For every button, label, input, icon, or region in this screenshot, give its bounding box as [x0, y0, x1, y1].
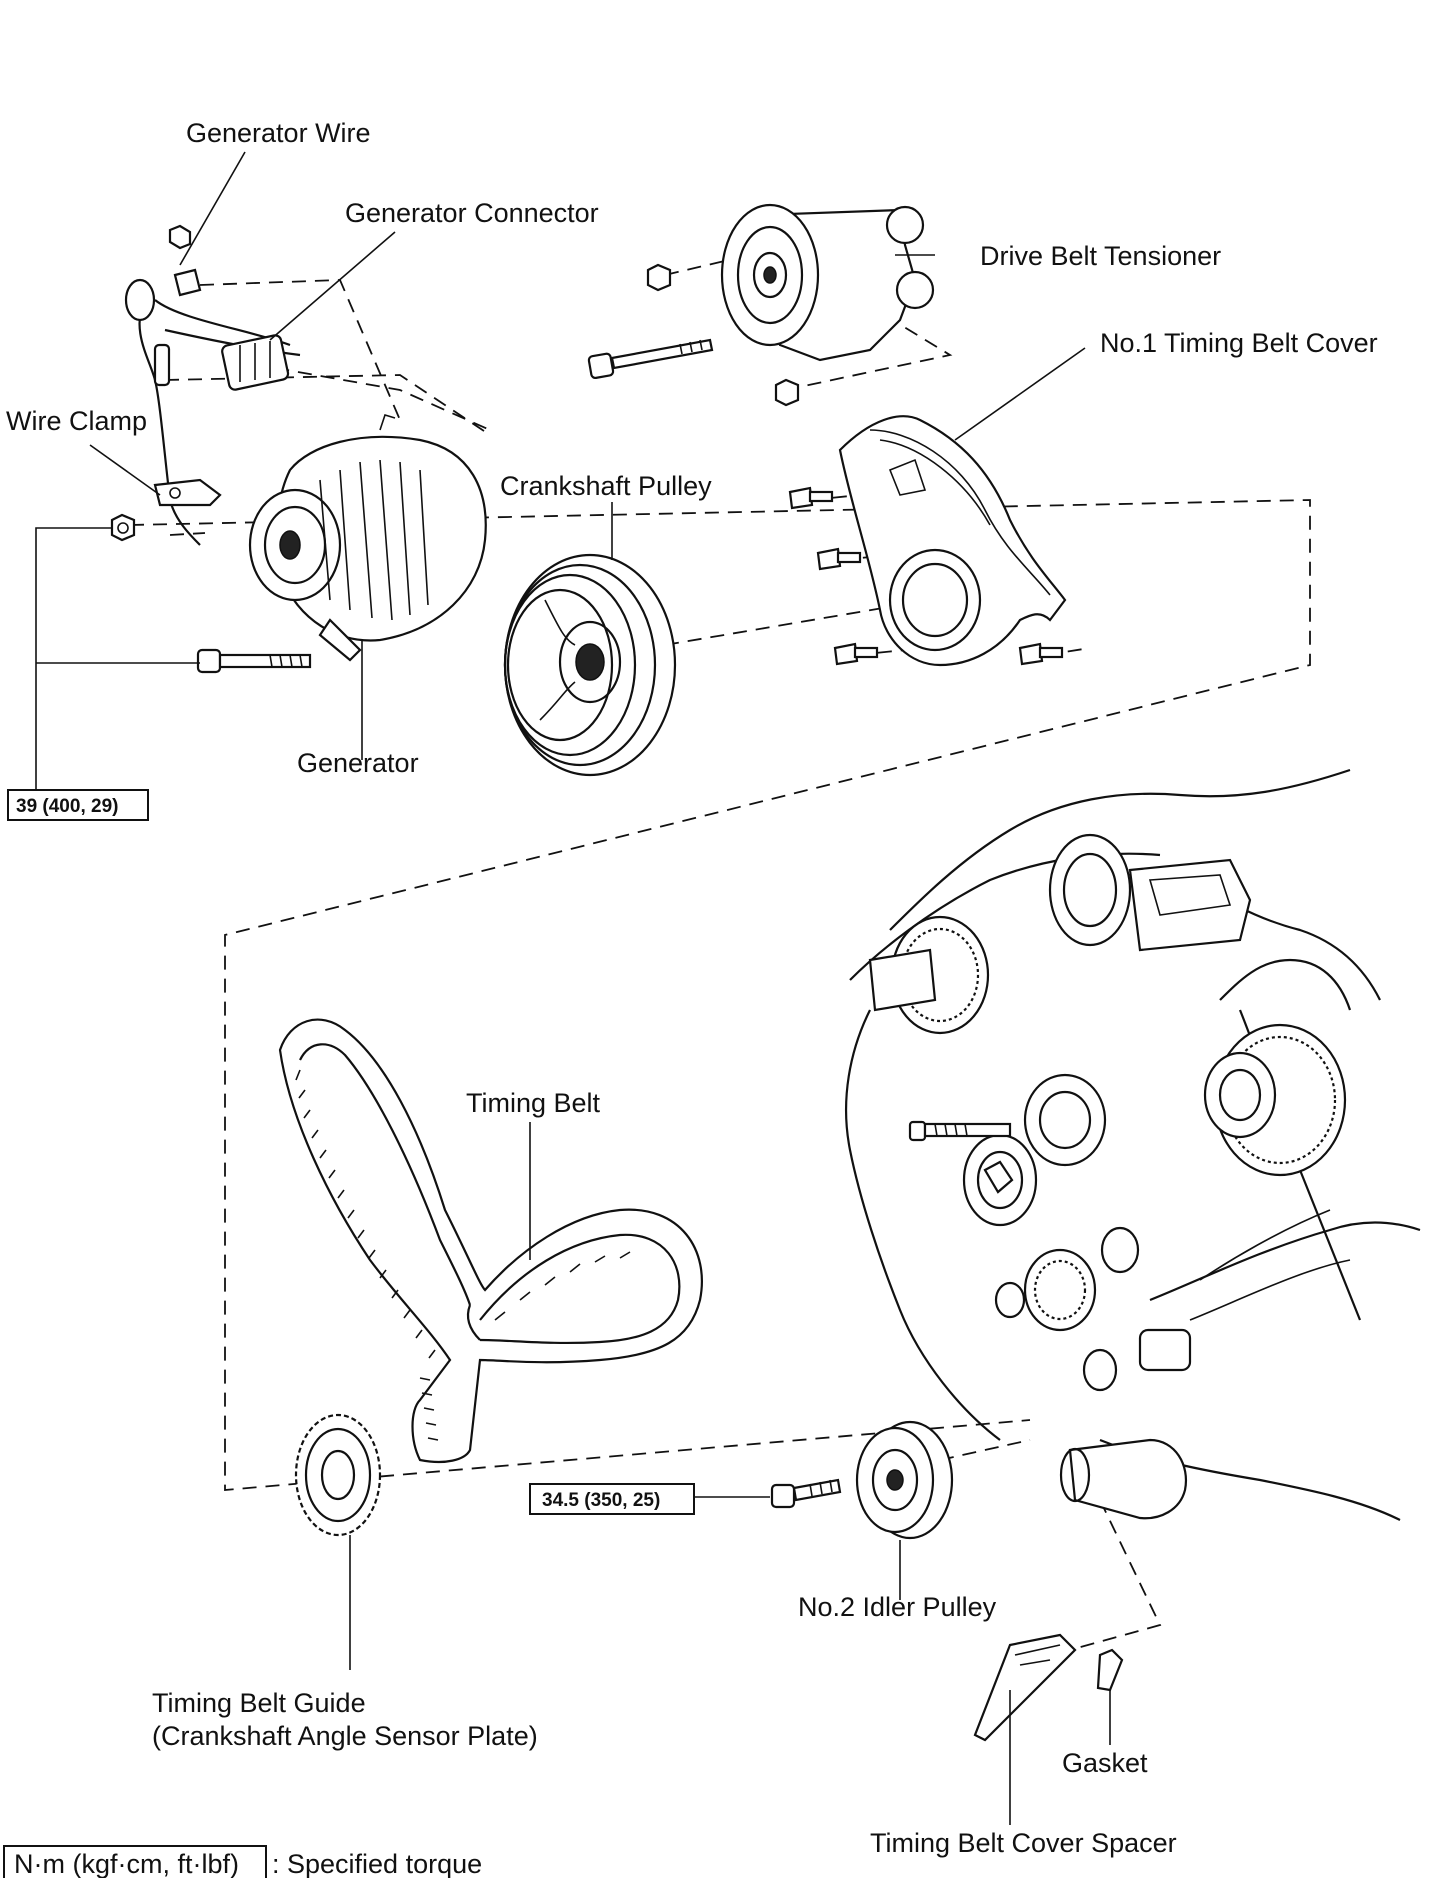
label-timing-belt: Timing Belt	[466, 1088, 601, 1118]
generator-bolt-icon	[196, 648, 312, 674]
tensioner-bolt-icon	[587, 338, 714, 380]
leader-lines	[35, 151, 1111, 1825]
label-generator-wire: Generator Wire	[186, 118, 371, 148]
cover-bolt-icon	[816, 547, 862, 571]
nut-icon	[168, 224, 192, 250]
label-no1-timing-belt-cover: No.1 Timing Belt Cover	[1100, 328, 1378, 358]
label-timing-belt-cover-spacer: Timing Belt Cover Spacer	[870, 1828, 1177, 1858]
label-crankshaft-pulley: Crankshaft Pulley	[500, 471, 712, 501]
wire-clamp	[153, 478, 222, 507]
torque-spec-generator: 39 (400, 29)	[7, 789, 149, 821]
generator-connector	[221, 334, 290, 391]
label-timing-belt-guide-sub: (Crankshaft Angle Sensor Plate)	[152, 1721, 538, 1751]
cover-bolt-icon	[1018, 642, 1064, 666]
torque-spec-idler-pulley: 34.5 (350, 25)	[529, 1483, 695, 1515]
drive-belt-tensioner	[587, 203, 935, 407]
label-generator-connector: Generator Connector	[345, 198, 599, 228]
legend-text: : Specified torque	[272, 1849, 482, 1878]
tensioner-lower-nut-icon	[774, 378, 800, 407]
no1-timing-belt-cover	[788, 415, 1067, 667]
timing-belt	[278, 1018, 703, 1464]
tensioner-nut-icon	[646, 263, 672, 292]
cover-bolt-icon	[833, 642, 879, 666]
torque-value-idler-pulley: 34.5 (350, 25)	[542, 1490, 660, 1511]
crankshaft-pulley	[503, 553, 677, 777]
legend-unit: N·m (kgf·cm, ft·lbf)	[14, 1849, 239, 1878]
label-timing-belt-guide: Timing Belt Guide	[152, 1688, 366, 1718]
torque-legend: N·m (kgf·cm, ft·lbf) : Specified torque	[3, 1845, 482, 1878]
generator	[110, 414, 487, 674]
idler-bolt-icon	[770, 1478, 842, 1509]
engine-block	[845, 768, 1421, 1521]
label-generator: Generator	[297, 748, 419, 778]
generator-nut-icon	[110, 513, 136, 542]
generator-wire-assembly	[124, 224, 301, 546]
timing-belt-cover-spacer	[973, 1633, 1077, 1742]
cover-bolt-icon	[788, 486, 834, 510]
torque-value-generator: 39 (400, 29)	[16, 796, 118, 817]
label-gasket: Gasket	[1062, 1748, 1148, 1778]
gasket	[1096, 1648, 1124, 1692]
part-labels: Generator Wire Generator Connector Drive…	[6, 118, 1378, 1858]
no2-idler-pulley	[770, 1420, 954, 1540]
label-wire-clamp: Wire Clamp	[6, 406, 147, 436]
label-drive-belt-tensioner: Drive Belt Tensioner	[980, 241, 1221, 271]
label-no2-idler-pulley: No.2 Idler Pulley	[798, 1592, 997, 1622]
timing-belt-guide	[294, 1413, 382, 1537]
